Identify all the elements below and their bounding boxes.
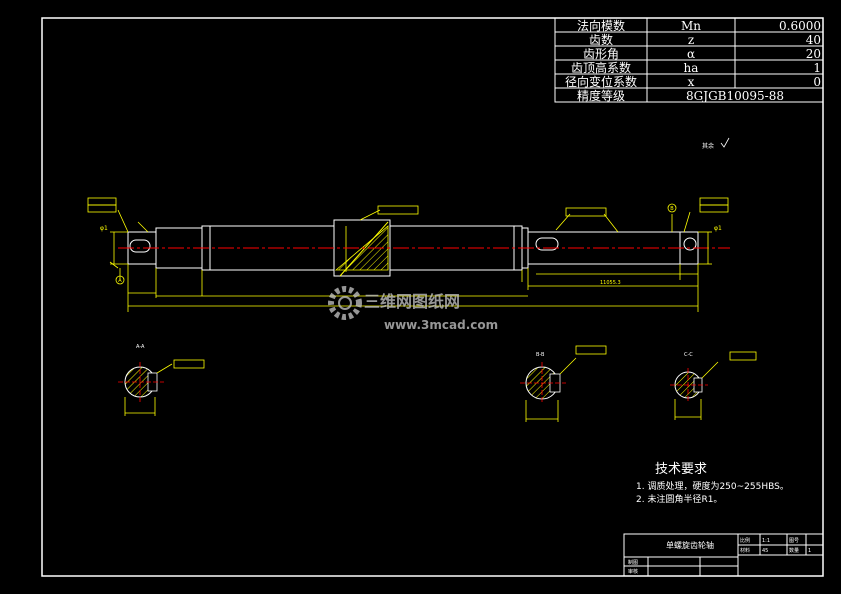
section-bb: B-B <box>520 345 607 422</box>
param-value-5: 8GJGB10095-88 <box>686 89 784 103</box>
dimension-left-dia: φ1 <box>100 225 108 232</box>
drawn-label: 制图 <box>628 559 638 566</box>
watermark-gear-icon <box>328 286 362 320</box>
param-name-2: 齿形角 <box>583 47 619 61</box>
drawing-no-label: 图号 <box>789 538 799 544</box>
param-name-5: 精度等级 <box>577 88 625 103</box>
param-name-4: 径向变位系数 <box>565 74 637 89</box>
param-value-4: 0 <box>813 75 821 89</box>
drawing-border <box>41 17 824 577</box>
section-aa-label: A-A <box>136 344 145 350</box>
tech-req-item-2: 2. 未注圆角半径R1。 <box>636 493 722 505</box>
param-name-3: 齿顶高系数 <box>571 60 631 75</box>
datum-label-b: B <box>670 206 674 212</box>
section-bb-label: B-B <box>536 352 545 358</box>
datum-label-a: A <box>118 278 122 284</box>
tech-req-item-1: 1. 调质处理，硬度为250~255HBS。 <box>636 480 789 492</box>
roughness-symbol <box>720 137 730 148</box>
material-value: 45 <box>762 548 768 554</box>
roughness-note-label: 其余 <box>702 142 714 150</box>
qty-value: 1 <box>808 548 811 554</box>
param-name-1: 齿数 <box>589 32 613 47</box>
param-symbol-4: x <box>688 75 695 89</box>
title-block <box>623 533 824 577</box>
dimension-lines <box>109 209 712 312</box>
tolerance-frames <box>87 197 729 217</box>
dimension-right-dia: φ1 <box>714 225 722 232</box>
param-symbol-0: Mn <box>681 19 701 33</box>
part-name: 单螺旋齿轮轴 <box>666 540 714 550</box>
datum-marker-a: A <box>115 275 125 285</box>
watermark-brand: 三维网图纸网 <box>364 292 460 311</box>
technical-requirements: 技术要求 1. 调质处理，硬度为250~255HBS。 2. 未注圆角半径R1。 <box>636 462 789 505</box>
scale-label: 比例 <box>740 537 750 544</box>
param-symbol-2: α <box>687 47 695 61</box>
param-symbol-3: ha <box>684 61 699 75</box>
roughness-note: 其余 <box>702 137 730 150</box>
param-value-1: 40 <box>806 33 821 47</box>
material-label: 材料 <box>740 547 750 554</box>
param-value-0: 0.6000 <box>779 19 821 33</box>
dimension-overall: 11055.3 <box>600 280 621 286</box>
tech-req-title: 技术要求 <box>655 462 707 477</box>
qty-label: 数量 <box>789 547 799 554</box>
scale-value: 1:1 <box>762 538 770 544</box>
datum-marker-b: B <box>667 203 677 213</box>
param-name-0: 法向模数 <box>577 18 625 33</box>
keyway-left <box>129 239 151 253</box>
section-cc-label: C-C <box>684 352 693 358</box>
checked-label: 审核 <box>628 568 638 575</box>
param-value-2: 20 <box>806 47 821 61</box>
keyway-right-end <box>683 237 697 251</box>
watermark: 三维网图纸网 www.3mcad.com <box>328 286 498 332</box>
section-aa: A-A <box>118 344 205 416</box>
section-cc: C-C <box>670 351 757 420</box>
keyway-right <box>535 237 559 251</box>
watermark-url: www.3mcad.com <box>384 318 498 332</box>
helix-line-1 <box>339 221 389 277</box>
gear-parameter-table: 法向模数 Mn 0.6000 齿数 z 40 齿形角 α 20 齿顶高系数 ha… <box>554 17 824 103</box>
param-symbol-1: z <box>688 33 694 47</box>
param-value-3: 1 <box>813 61 821 75</box>
